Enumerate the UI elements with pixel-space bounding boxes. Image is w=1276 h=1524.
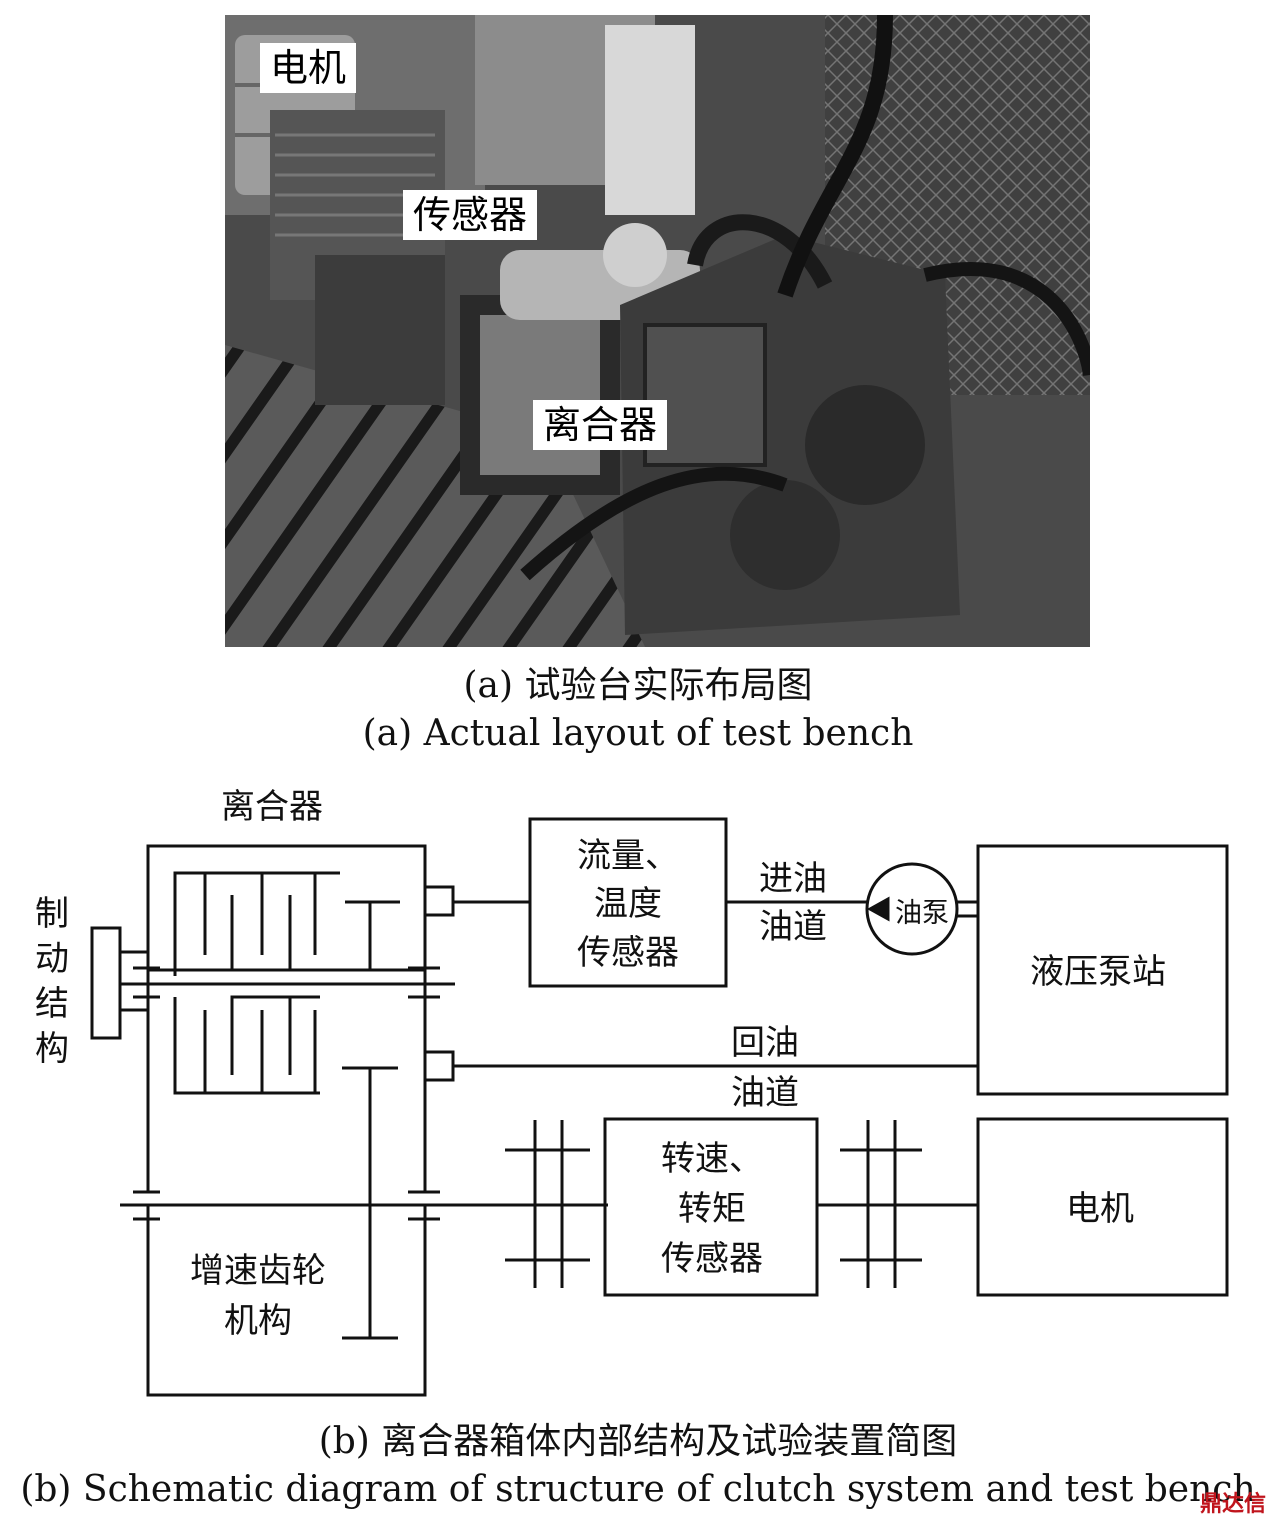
inlet-label-1: 进油: [759, 859, 827, 899]
gear-mechanism-line-2: 机构: [224, 1301, 292, 1341]
caption-b-en: (b) Schematic diagram of structure of cl…: [20, 1469, 1256, 1510]
flow-temp-line-3: 传感器: [577, 933, 679, 973]
motor-label: 电机: [1066, 1189, 1134, 1229]
photo-label-sensor: 传感器: [403, 190, 538, 240]
photo-label-motor: 电机: [260, 43, 357, 93]
oil-pump-label: 油泵: [895, 898, 949, 929]
clutch-housing: [146, 844, 427, 972]
return-port: [423, 1050, 455, 1082]
inlet-label-2: 油道: [759, 907, 827, 947]
brake-block: [90, 926, 122, 1040]
return-label-2: 油道: [731, 1073, 799, 1113]
speed-torque-sensor-box: [603, 1117, 819, 1297]
brake-label-3: 结: [35, 984, 69, 1024]
flow-temp-line-2: 温度: [594, 884, 662, 924]
caption-b-cn: (b) 离合器箱体内部结构及试验装置简图: [318, 1421, 958, 1462]
gear-mechanism-line-1: 增速齿轮: [190, 1251, 326, 1291]
flow-temp-line-1: 流量、: [577, 836, 679, 876]
gear-mechanism-box: [146, 1203, 427, 1397]
motor-box: [976, 1117, 1229, 1297]
test-bench-photo: 电机 传感器 离合器: [225, 15, 1090, 647]
photo-label-clutch: 离合器: [533, 400, 668, 450]
caption-a-en: (a) Actual layout of test bench: [362, 713, 914, 754]
speed-torque-line-1: 转速、: [661, 1139, 763, 1179]
photo-illustration: [225, 15, 1090, 647]
watermark-logo: 鼎达信: [1199, 1492, 1266, 1517]
brake-label-2: 动: [35, 939, 69, 979]
caption-a-cn: (a) 试验台实际布局图: [463, 665, 813, 706]
clutch-title: 离合器: [221, 787, 323, 827]
clutch-schematic: 离合器 制 动 结 构 流量、 温度 传感器 进油 油道 油泵 液压泵站 回油 …: [35, 787, 1229, 1397]
brake-label-1: 制: [35, 894, 69, 934]
brake-label-4: 构: [35, 1029, 69, 1069]
speed-torque-line-3: 传感器: [661, 1239, 763, 1279]
return-label-1: 回油: [731, 1023, 799, 1063]
inlet-port: [423, 885, 455, 917]
hydraulic-station-box: [976, 844, 1229, 1096]
speed-torque-line-2: 转矩: [678, 1189, 746, 1229]
hydraulic-station-label: 液压泵站: [1030, 952, 1166, 992]
